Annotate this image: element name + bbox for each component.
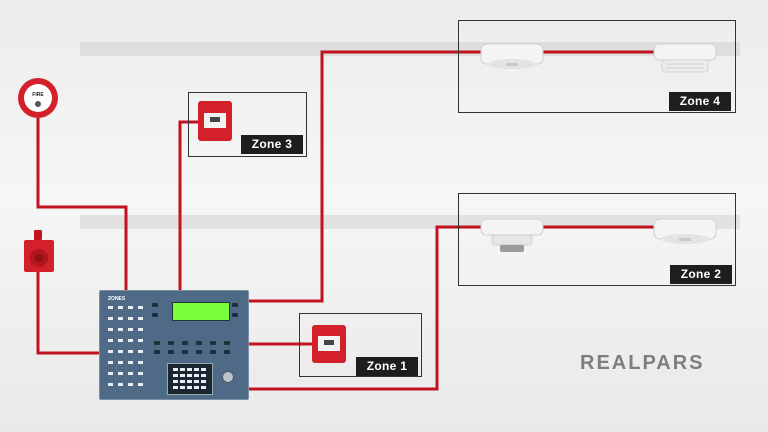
zone-indicator-led [128, 339, 133, 342]
keypad-key[interactable] [187, 368, 192, 371]
zone-indicator-led [108, 372, 113, 375]
zone-indicator-led [118, 361, 123, 364]
wire-zone3 [178, 120, 198, 290]
zone-indicator-led [108, 306, 113, 309]
panel-function-button[interactable] [196, 350, 202, 354]
zone-indicator-led [138, 372, 143, 375]
keypad-key[interactable] [180, 368, 185, 371]
zone-indicator-led [118, 328, 123, 331]
panel-button[interactable] [152, 313, 158, 317]
keypad-key[interactable] [180, 374, 185, 377]
panel-key-switch[interactable] [222, 371, 234, 383]
zone-indicator-led [118, 350, 123, 353]
panel-button[interactable] [232, 303, 238, 307]
keypad-key[interactable] [180, 386, 185, 389]
panel-keypad[interactable] [167, 363, 213, 395]
zone-indicator-led [138, 383, 143, 386]
keypad-key[interactable] [187, 386, 192, 389]
zone-indicator-led [128, 372, 133, 375]
keypad-key[interactable] [173, 380, 178, 383]
keypad-key[interactable] [187, 380, 192, 383]
zone-1-label: Zone 1 [356, 357, 418, 376]
heat-detector-icon [480, 218, 544, 252]
keypad-key[interactable] [180, 380, 185, 383]
panel-zones-title: ZONES [108, 296, 126, 302]
panel-function-button[interactable] [168, 341, 174, 345]
smoke-detector-icon [653, 43, 717, 73]
smoke-detector-icon [653, 218, 717, 244]
panel-function-button[interactable] [154, 350, 160, 354]
keypad-key[interactable] [194, 368, 199, 371]
panel-function-button[interactable] [168, 350, 174, 354]
zone-3-box [188, 92, 307, 157]
zone-4-box [458, 20, 736, 113]
wire-sounder-panel [36, 270, 99, 355]
zone-indicator-led [138, 328, 143, 331]
panel-function-button[interactable] [182, 350, 188, 354]
manual-call-point-icon [312, 325, 346, 363]
keypad-key[interactable] [187, 374, 192, 377]
panel-button[interactable] [232, 313, 238, 317]
panel-button[interactable] [152, 303, 158, 307]
panel-function-button[interactable] [182, 341, 188, 345]
zone-indicator-led [128, 350, 133, 353]
manual-call-point-icon [198, 101, 232, 141]
keypad-key[interactable] [201, 380, 206, 383]
brand-logo: REALPARS [580, 352, 705, 374]
panel-function-button[interactable] [210, 350, 216, 354]
fire-alarm-control-panel: ZONES [99, 290, 249, 400]
zone-indicator-led [138, 306, 143, 309]
keypad-key[interactable] [173, 368, 178, 371]
panel-lcd-display [172, 302, 230, 321]
zone-indicator-led [118, 317, 123, 320]
keypad-key[interactable] [194, 386, 199, 389]
zone-indicator-led [118, 372, 123, 375]
wire-zone2-run [249, 225, 490, 391]
bell-label: FIRE [32, 92, 44, 98]
zone-indicator-led [108, 339, 113, 342]
sounder-strobe-icon [24, 230, 54, 272]
keypad-key[interactable] [194, 380, 199, 383]
keypad-key[interactable] [201, 374, 206, 377]
zone-indicator-led [118, 383, 123, 386]
keypad-key[interactable] [201, 386, 206, 389]
zone-indicator-led [108, 328, 113, 331]
zone-indicator-led [128, 306, 133, 309]
zone-indicator-led [108, 317, 113, 320]
zone-3-label: Zone 3 [241, 135, 303, 154]
zone-indicator-led [138, 361, 143, 364]
zone-2-label: Zone 2 [670, 265, 732, 284]
zone-indicator-led [128, 383, 133, 386]
zone-indicator-led [128, 328, 133, 331]
zone-indicator-led [128, 361, 133, 364]
panel-function-button[interactable] [154, 341, 160, 345]
wire-zone4-run [249, 50, 490, 303]
zone-indicator-led [118, 339, 123, 342]
zone-4-label: Zone 4 [669, 92, 731, 111]
zone-indicator-led [138, 350, 143, 353]
panel-function-button[interactable] [210, 341, 216, 345]
zone-indicator-led [138, 317, 143, 320]
keypad-key[interactable] [173, 386, 178, 389]
zone-indicator-led [108, 361, 113, 364]
zone-indicator-led [128, 317, 133, 320]
panel-function-button[interactable] [224, 341, 230, 345]
keypad-key[interactable] [194, 374, 199, 377]
zone-1-box [299, 313, 422, 377]
fire-bell-icon: FIRE [18, 78, 58, 118]
wire-bell-panel [36, 118, 128, 290]
panel-function-button[interactable] [224, 350, 230, 354]
keypad-key[interactable] [173, 374, 178, 377]
zone-indicator-led [108, 383, 113, 386]
keypad-key[interactable] [201, 368, 206, 371]
smoke-detector-icon [480, 43, 544, 69]
red-wires [36, 50, 660, 391]
zone-2-box [458, 193, 736, 286]
zone-indicator-led [138, 339, 143, 342]
panel-function-button[interactable] [196, 341, 202, 345]
zone-indicator-led [118, 306, 123, 309]
zone-indicator-led [108, 350, 113, 353]
